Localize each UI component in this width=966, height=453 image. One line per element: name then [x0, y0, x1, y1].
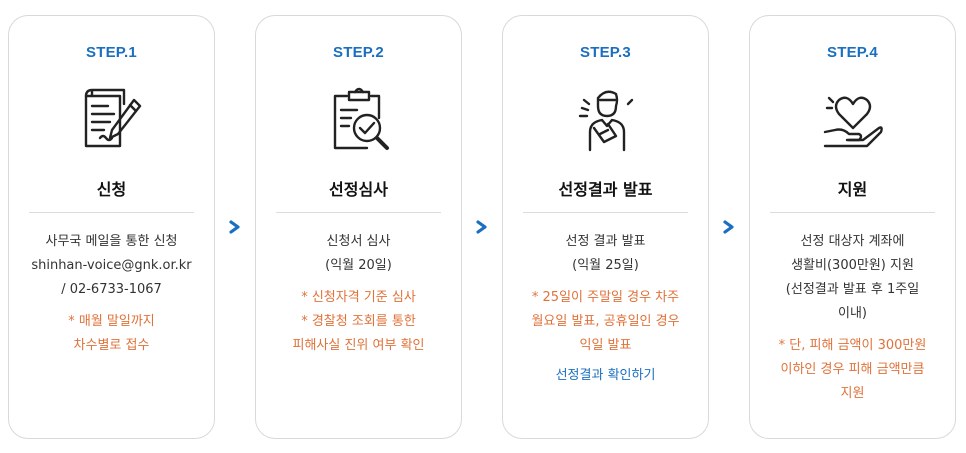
- step-card-1: STEP.1 신청 사무국 메일을 통한 신청 shinhan-voice@gn…: [8, 15, 215, 439]
- step-label: STEP.2: [333, 44, 384, 61]
- note-line: 피해사실 진위 여부 확인: [292, 338, 425, 353]
- step-title: 신청: [96, 180, 127, 199]
- step-label: STEP.1: [86, 44, 137, 61]
- step-description: 사무국 메일을 통한 신청 shinhan-voice@gnk.or.kr / …: [17, 230, 206, 358]
- step-title: 선정심사: [329, 180, 388, 199]
- heart-hand-icon: [817, 84, 889, 156]
- note-line: 이하인 경우 피해 금액만큼: [780, 362, 925, 377]
- step-title: 지원: [837, 180, 868, 199]
- desc-line: (익월 20일): [325, 258, 392, 273]
- desc-line: / 02-6733-1067: [61, 282, 162, 297]
- announcer-person-icon: [570, 84, 642, 156]
- clipboard-check-icon: [323, 84, 395, 156]
- note-line: 월요일 발표, 공휴일인 경우: [531, 314, 680, 329]
- divider: [523, 212, 688, 213]
- chevron-right-icon: [476, 219, 488, 234]
- note-line: * 25일이 주말일 경우 차주: [531, 290, 680, 305]
- chevron-right-icon: [229, 219, 241, 234]
- note-line: * 경찰청 조회를 통한: [301, 314, 416, 329]
- desc-line: shinhan-voice@gnk.or.kr: [31, 258, 192, 273]
- divider: [770, 212, 935, 213]
- chevron-right-icon: [723, 219, 735, 234]
- step-card-3: STEP.3 선정결과 발표 선정 결과 발표 (익월 25일) * 25일이 …: [502, 15, 709, 439]
- desc-line: 신청서 심사: [326, 234, 391, 249]
- divider: [276, 212, 441, 213]
- application-form-icon: [76, 84, 148, 156]
- step-description: 선정 대상자 계좌에 생활비(300만원) 지원 (선정결과 발표 후 1주일 …: [758, 230, 947, 406]
- desc-line: 선정 결과 발표: [565, 234, 646, 249]
- note-line: * 매월 말일까지: [68, 314, 155, 329]
- desc-line: (선정결과 발표 후 1주일: [785, 282, 920, 297]
- step-card-4: STEP.4 지원 선정 대상자 계좌에 생활비(300만원) 지원 (선정결과…: [749, 15, 956, 439]
- result-check-link[interactable]: 선정결과 확인하기: [555, 368, 656, 383]
- desc-line: 이내): [838, 306, 867, 321]
- step-label: STEP.4: [827, 44, 878, 61]
- desc-line: 사무국 메일을 통한 신청: [45, 234, 178, 249]
- desc-line: 생활비(300만원) 지원: [791, 258, 914, 273]
- step-label: STEP.3: [580, 44, 631, 61]
- note-line: 지원: [840, 386, 865, 401]
- step-description: 선정 결과 발표 (익월 25일) * 25일이 주말일 경우 차주 월요일 발…: [511, 230, 700, 388]
- note-line: * 신청자격 기준 심사: [301, 290, 416, 305]
- divider: [29, 212, 194, 213]
- note-line: * 단, 피해 금액이 300만원: [778, 338, 927, 353]
- step-description: 신청서 심사 (익월 20일) * 신청자격 기준 심사 * 경찰청 조회를 통…: [264, 230, 453, 358]
- desc-line: (익월 25일): [572, 258, 639, 273]
- desc-line: 선정 대상자 계좌에: [800, 234, 905, 249]
- step-card-2: STEP.2 선정심사 신청서 심사 (익월 20일) * 신청자격 기준 심사…: [255, 15, 462, 439]
- note-line: 차수별로 접수: [73, 338, 150, 353]
- step-title: 선정결과 발표: [558, 180, 653, 199]
- note-line: 익일 발표: [579, 338, 632, 353]
